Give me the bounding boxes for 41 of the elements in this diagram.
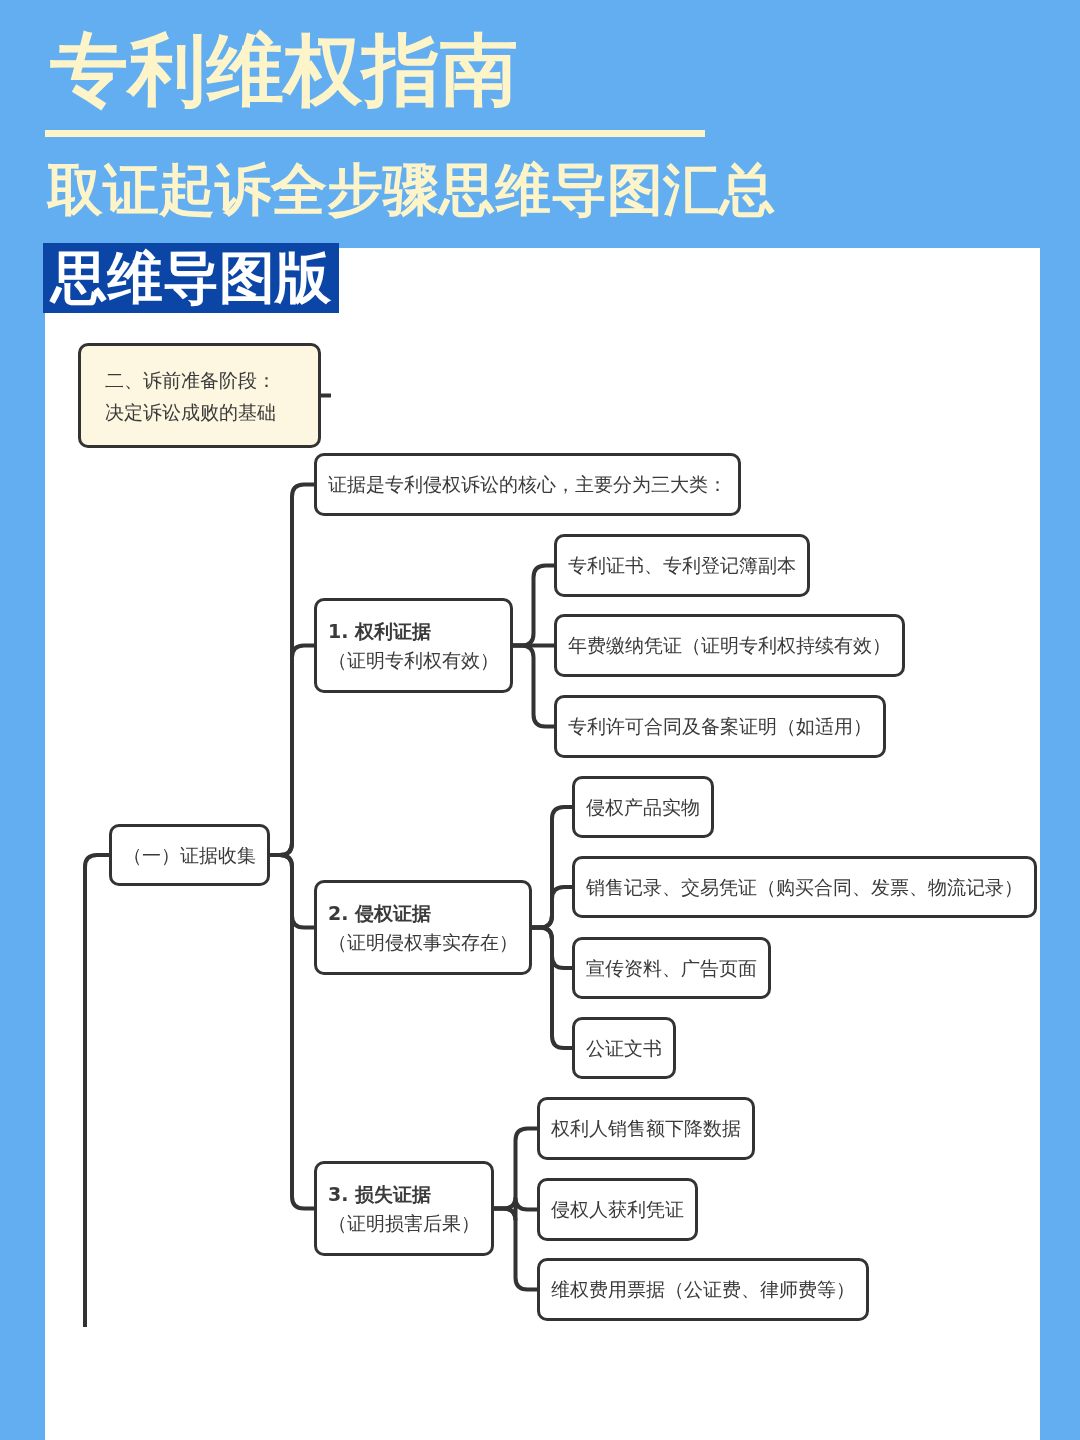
topic-heading: 3. 损失证据 <box>328 1181 433 1207</box>
topic-label: 年费缴纳凭证（证明专利权持续有效） <box>568 633 891 658</box>
topic-box <box>78 343 321 448</box>
topic-box <box>314 1161 494 1256</box>
topic-box <box>537 1097 755 1160</box>
topic-box <box>537 1258 869 1321</box>
topic-label: 专利证书、专利登记簿副本 <box>568 553 796 578</box>
topic-label: 侵权人获利凭证 <box>551 1197 684 1222</box>
topic-note: （证明专利权有效） <box>328 647 499 673</box>
topic-label: 权利人销售额下降数据 <box>551 1116 741 1141</box>
topic-label: 销售记录、交易凭证（购买合同、发票、物流记录） <box>586 874 1023 900</box>
topic-label: 侵权产品实物 <box>586 794 700 820</box>
topic-box <box>109 824 270 886</box>
topic-box <box>314 598 513 693</box>
topic-label: 二、诉前准备阶段：决定诉讼成败的基础 <box>105 367 277 425</box>
topic-label: 专利许可合同及备案证明（如适用） <box>568 714 872 739</box>
connector-line <box>532 925 572 1050</box>
topic-note: （证明侵权事实存在） <box>328 929 518 955</box>
topic-box <box>554 614 905 677</box>
topic-note: （证明损害后果） <box>328 1210 480 1236</box>
topic-box <box>554 534 810 597</box>
connector-line <box>321 393 331 398</box>
topic-heading: 2. 侵权证据 <box>328 900 433 926</box>
topic-box <box>554 695 886 758</box>
subtitle: 取证起诉全步骤思维导图汇总 <box>47 158 775 222</box>
topic-label: 公证文书 <box>586 1035 662 1061</box>
title-badge: 思维导图版 <box>43 243 339 313</box>
topic-box <box>572 776 714 838</box>
title: 专利维权指南 <box>50 30 518 110</box>
topic-box <box>314 880 532 975</box>
topic-box <box>572 856 1037 918</box>
topic-label: 宣传资料、广告页面 <box>586 955 757 981</box>
connector-line <box>513 643 554 729</box>
topic-box <box>537 1178 698 1241</box>
topic-box <box>572 1017 676 1079</box>
topic-label: 维权费用票据（公证费、律师费等） <box>551 1277 855 1302</box>
topic-heading: 1. 权利证据 <box>328 618 433 644</box>
topic-box <box>572 937 771 999</box>
topic-label: （一）证据收集 <box>123 842 256 868</box>
topic-box <box>314 453 741 516</box>
topic-label: 证据是专利侵权诉讼的核心，主要分为三大类： <box>328 472 727 497</box>
